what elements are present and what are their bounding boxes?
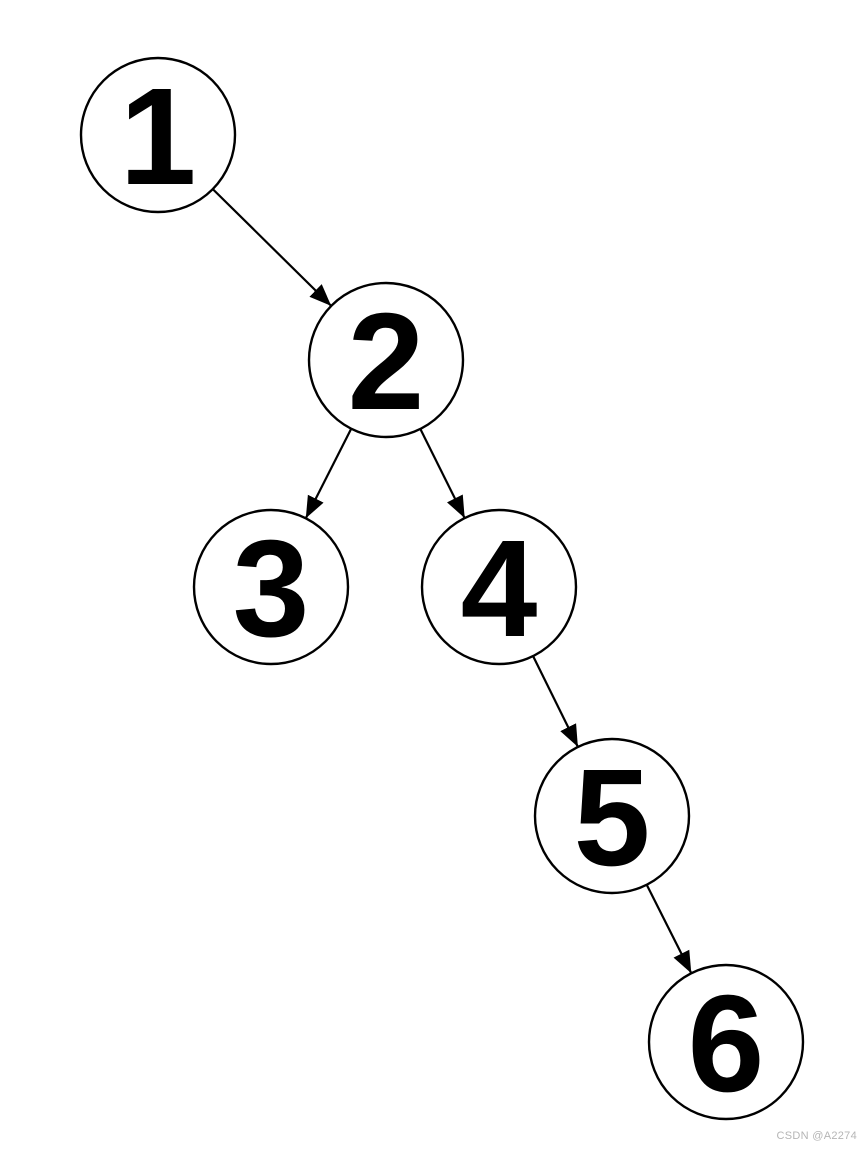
node-circle-1	[79, 56, 237, 214]
node-circle-4	[420, 508, 578, 666]
tree-node-3: 3	[192, 508, 350, 666]
tree-node-1: 1	[79, 56, 237, 214]
node-circle-6	[647, 963, 805, 1121]
edge-2-to-4	[419, 428, 466, 519]
edge-5-to-6	[645, 884, 693, 974]
node-label-5: 5	[574, 741, 651, 895]
tree-node-2: 2	[307, 281, 465, 439]
node-label-4: 4	[461, 512, 538, 666]
node-circle-5	[533, 737, 691, 895]
edge-1-to-2	[212, 188, 332, 307]
tree-node-6: 6	[647, 963, 805, 1121]
tree-node-4: 4	[420, 508, 578, 666]
node-label-3: 3	[233, 512, 310, 666]
tree-node-5: 5	[533, 737, 691, 895]
edge-4-to-5	[532, 655, 579, 748]
node-label-2: 2	[348, 285, 425, 439]
edge-2-to-3	[304, 428, 353, 519]
node-label-1: 1	[120, 60, 197, 214]
watermark: CSDN @A2274	[776, 1130, 857, 1142]
node-circle-2	[307, 281, 465, 439]
edges-layer	[212, 188, 693, 974]
node-label-6: 6	[688, 967, 765, 1121]
node-circle-3	[192, 508, 350, 666]
